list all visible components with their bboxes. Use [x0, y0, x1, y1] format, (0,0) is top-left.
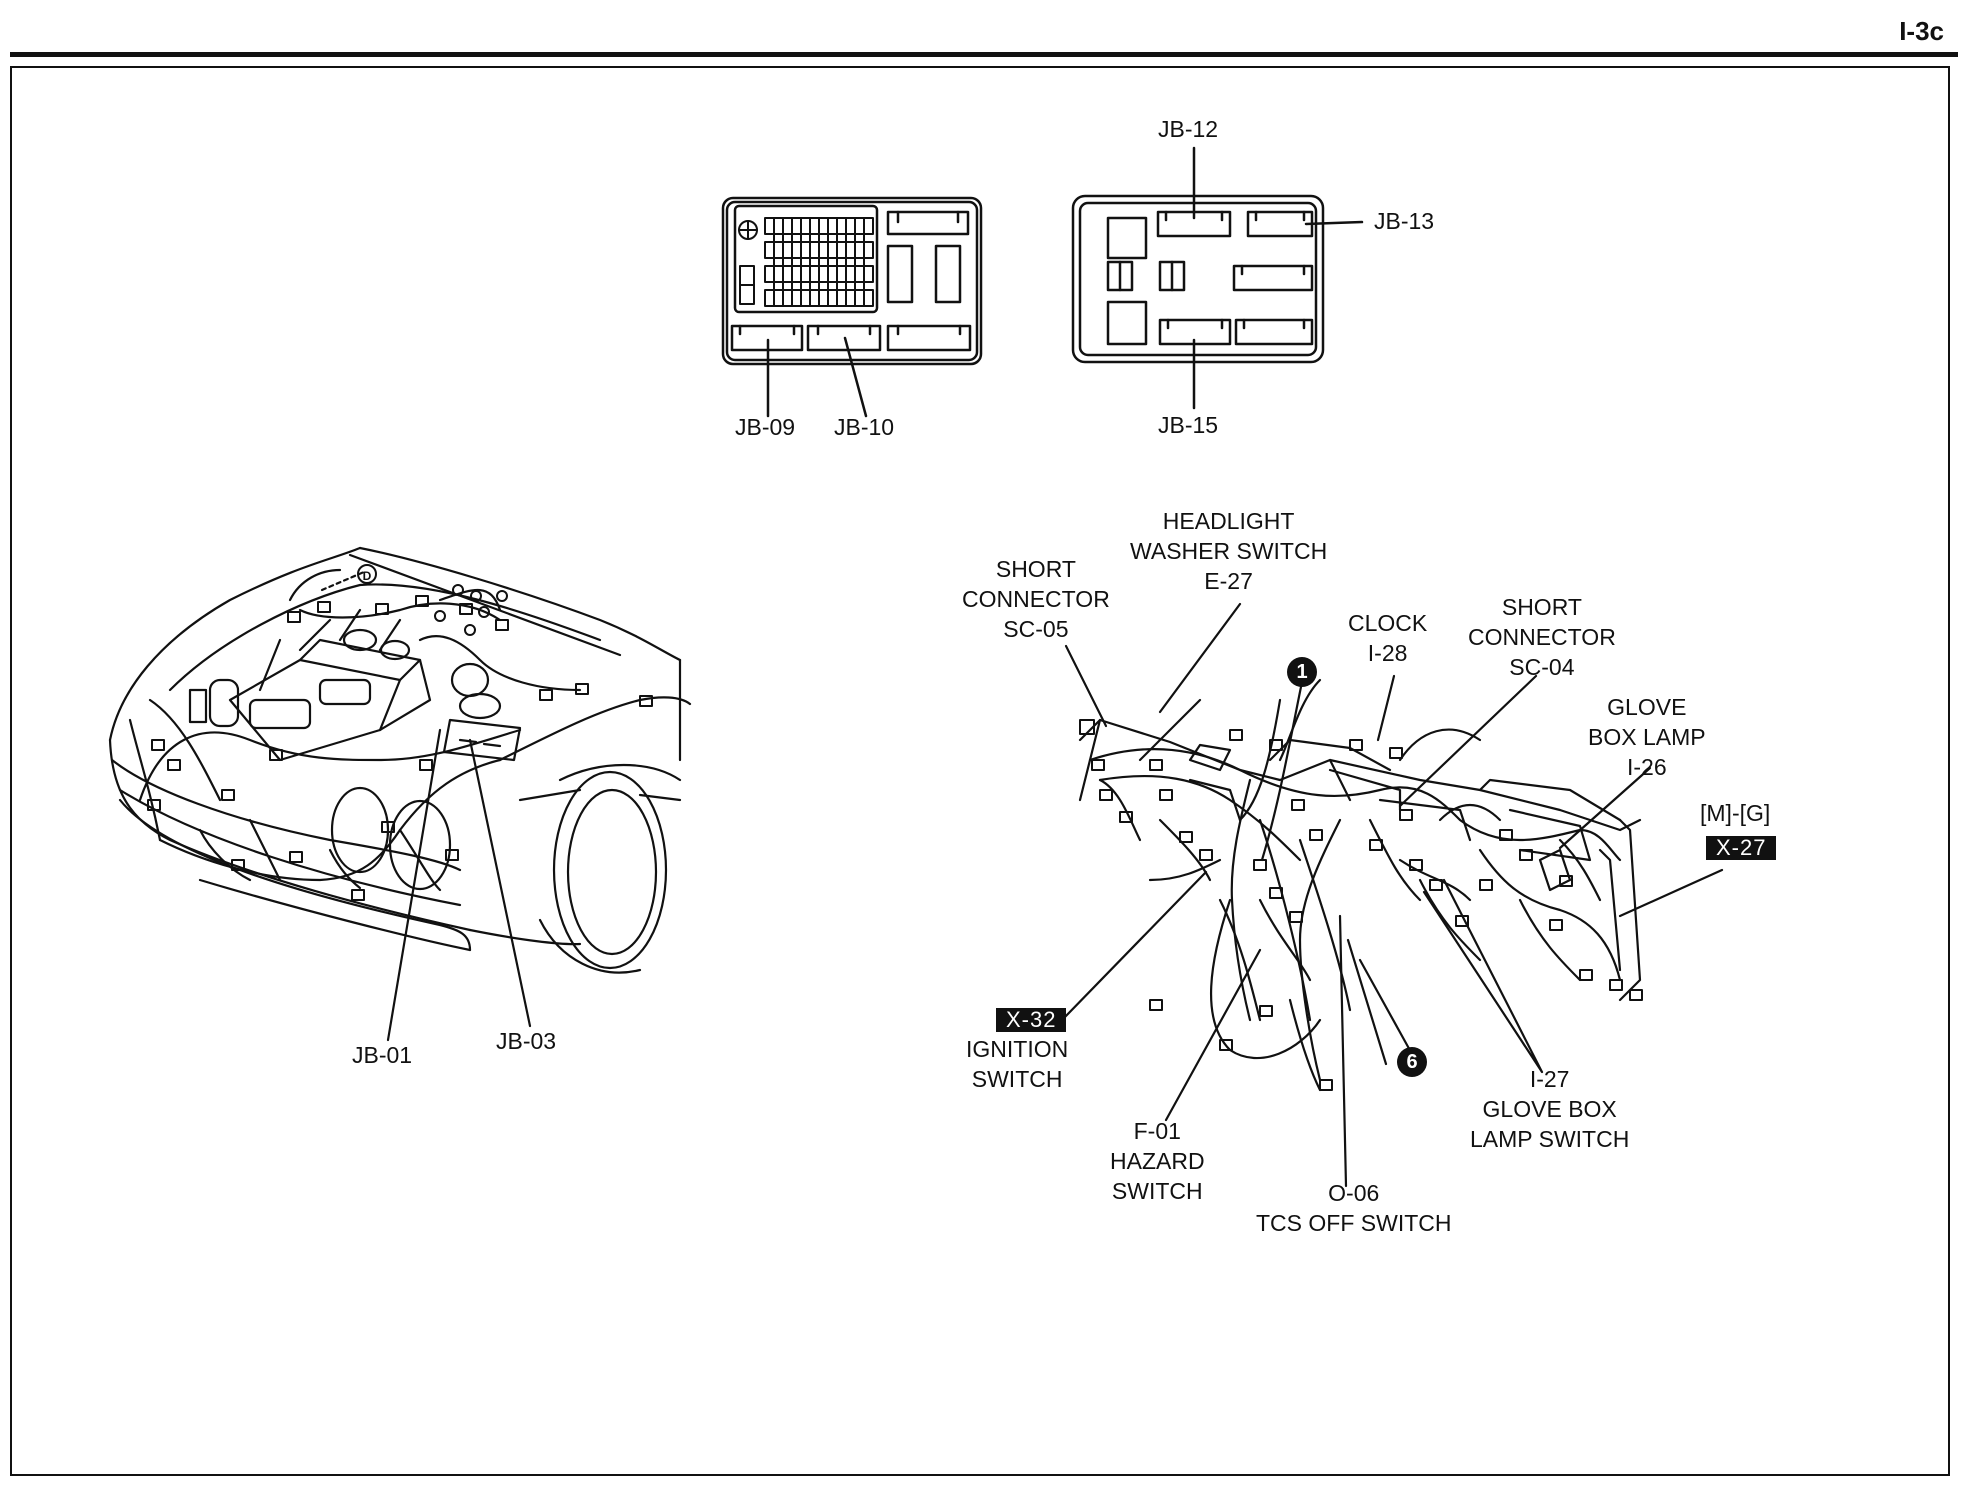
car-engine-bay: [108, 546, 692, 1042]
junction-box-left: [721, 196, 983, 418]
label-line: I-26: [1626, 754, 1667, 780]
label-jb-09: JB-09: [735, 414, 796, 440]
label-x32-box: X-32: [996, 1004, 1067, 1034]
label-line: I-28: [1367, 640, 1408, 666]
label-line: WASHER SWITCH: [1130, 538, 1328, 564]
label-line: SWITCH: [971, 1066, 1063, 1092]
label-line: F-01: [1133, 1118, 1181, 1144]
label-jb-13: JB-13: [1374, 208, 1435, 234]
label-clock: CLOCK I-28: [1348, 608, 1427, 668]
label-line: O-06: [1328, 1180, 1380, 1206]
label-jb-15: JB-15: [1158, 412, 1219, 438]
label-line: IGNITION: [966, 1036, 1069, 1062]
marker-6: 6: [1397, 1047, 1427, 1077]
label-line: TCS OFF SWITCH: [1256, 1210, 1452, 1236]
page-number: I-3c: [1899, 16, 1944, 46]
label-glove-box-lamp-switch: I-27 GLOVE BOX LAMP SWITCH: [1470, 1064, 1629, 1154]
label-jb-03: JB-03: [496, 1028, 557, 1054]
label-short-connector-sc04: SHORT CONNECTOR SC-04: [1468, 592, 1616, 682]
label-variant: [M]-[G]: [1700, 800, 1771, 826]
label-line: SC-04: [1509, 654, 1575, 680]
dashboard-harness: [1062, 602, 1724, 1188]
label-glove-box-lamp: GLOVE BOX LAMP I-26: [1588, 692, 1706, 782]
marker-1: 1: [1287, 657, 1317, 687]
label-jb-12: JB-12: [1158, 116, 1219, 142]
label-line: GLOVE: [1607, 694, 1687, 720]
label-jb-01: JB-01: [352, 1042, 413, 1068]
label-short-connector-sc05: SHORT CONNECTOR SC-05: [962, 554, 1110, 644]
label-line: BOX LAMP: [1588, 724, 1706, 750]
label-line: SWITCH: [1111, 1178, 1203, 1204]
label-line: SHORT: [995, 556, 1076, 582]
label-line: E-27: [1204, 568, 1253, 594]
label-jb-10: JB-10: [834, 414, 895, 440]
label-tcs-off-switch: O-06 TCS OFF SWITCH: [1256, 1178, 1451, 1238]
label-line: CONNECTOR: [1468, 624, 1616, 650]
junction-box-right: [1071, 146, 1364, 410]
label-line: CLOCK: [1348, 610, 1428, 636]
diagram-frame: [10, 66, 1950, 1476]
label-hazard-switch: F-01 HAZARD SWITCH: [1110, 1116, 1205, 1206]
header-rule: [10, 52, 1958, 57]
label-line: LAMP SWITCH: [1470, 1126, 1630, 1152]
label-line: SC-05: [1003, 616, 1069, 642]
marker-d: D: [363, 569, 372, 583]
label-x27-box: X-27: [1706, 832, 1777, 862]
label-x27: X-27: [1706, 836, 1777, 860]
label-line: SHORT: [1501, 594, 1582, 620]
label-x32: X-32: [996, 1008, 1067, 1032]
label-ignition-switch: IGNITION SWITCH: [966, 1034, 1068, 1094]
label-headlight-washer-switch: HEADLIGHT WASHER SWITCH E-27: [1130, 506, 1327, 596]
marker-d-circle: [357, 564, 377, 584]
label-line: GLOVE BOX: [1482, 1096, 1617, 1122]
label-line: HEADLIGHT: [1162, 508, 1295, 534]
label-line: CONNECTOR: [962, 586, 1110, 612]
label-line: HAZARD: [1110, 1148, 1205, 1174]
label-line: I-27: [1529, 1066, 1570, 1092]
